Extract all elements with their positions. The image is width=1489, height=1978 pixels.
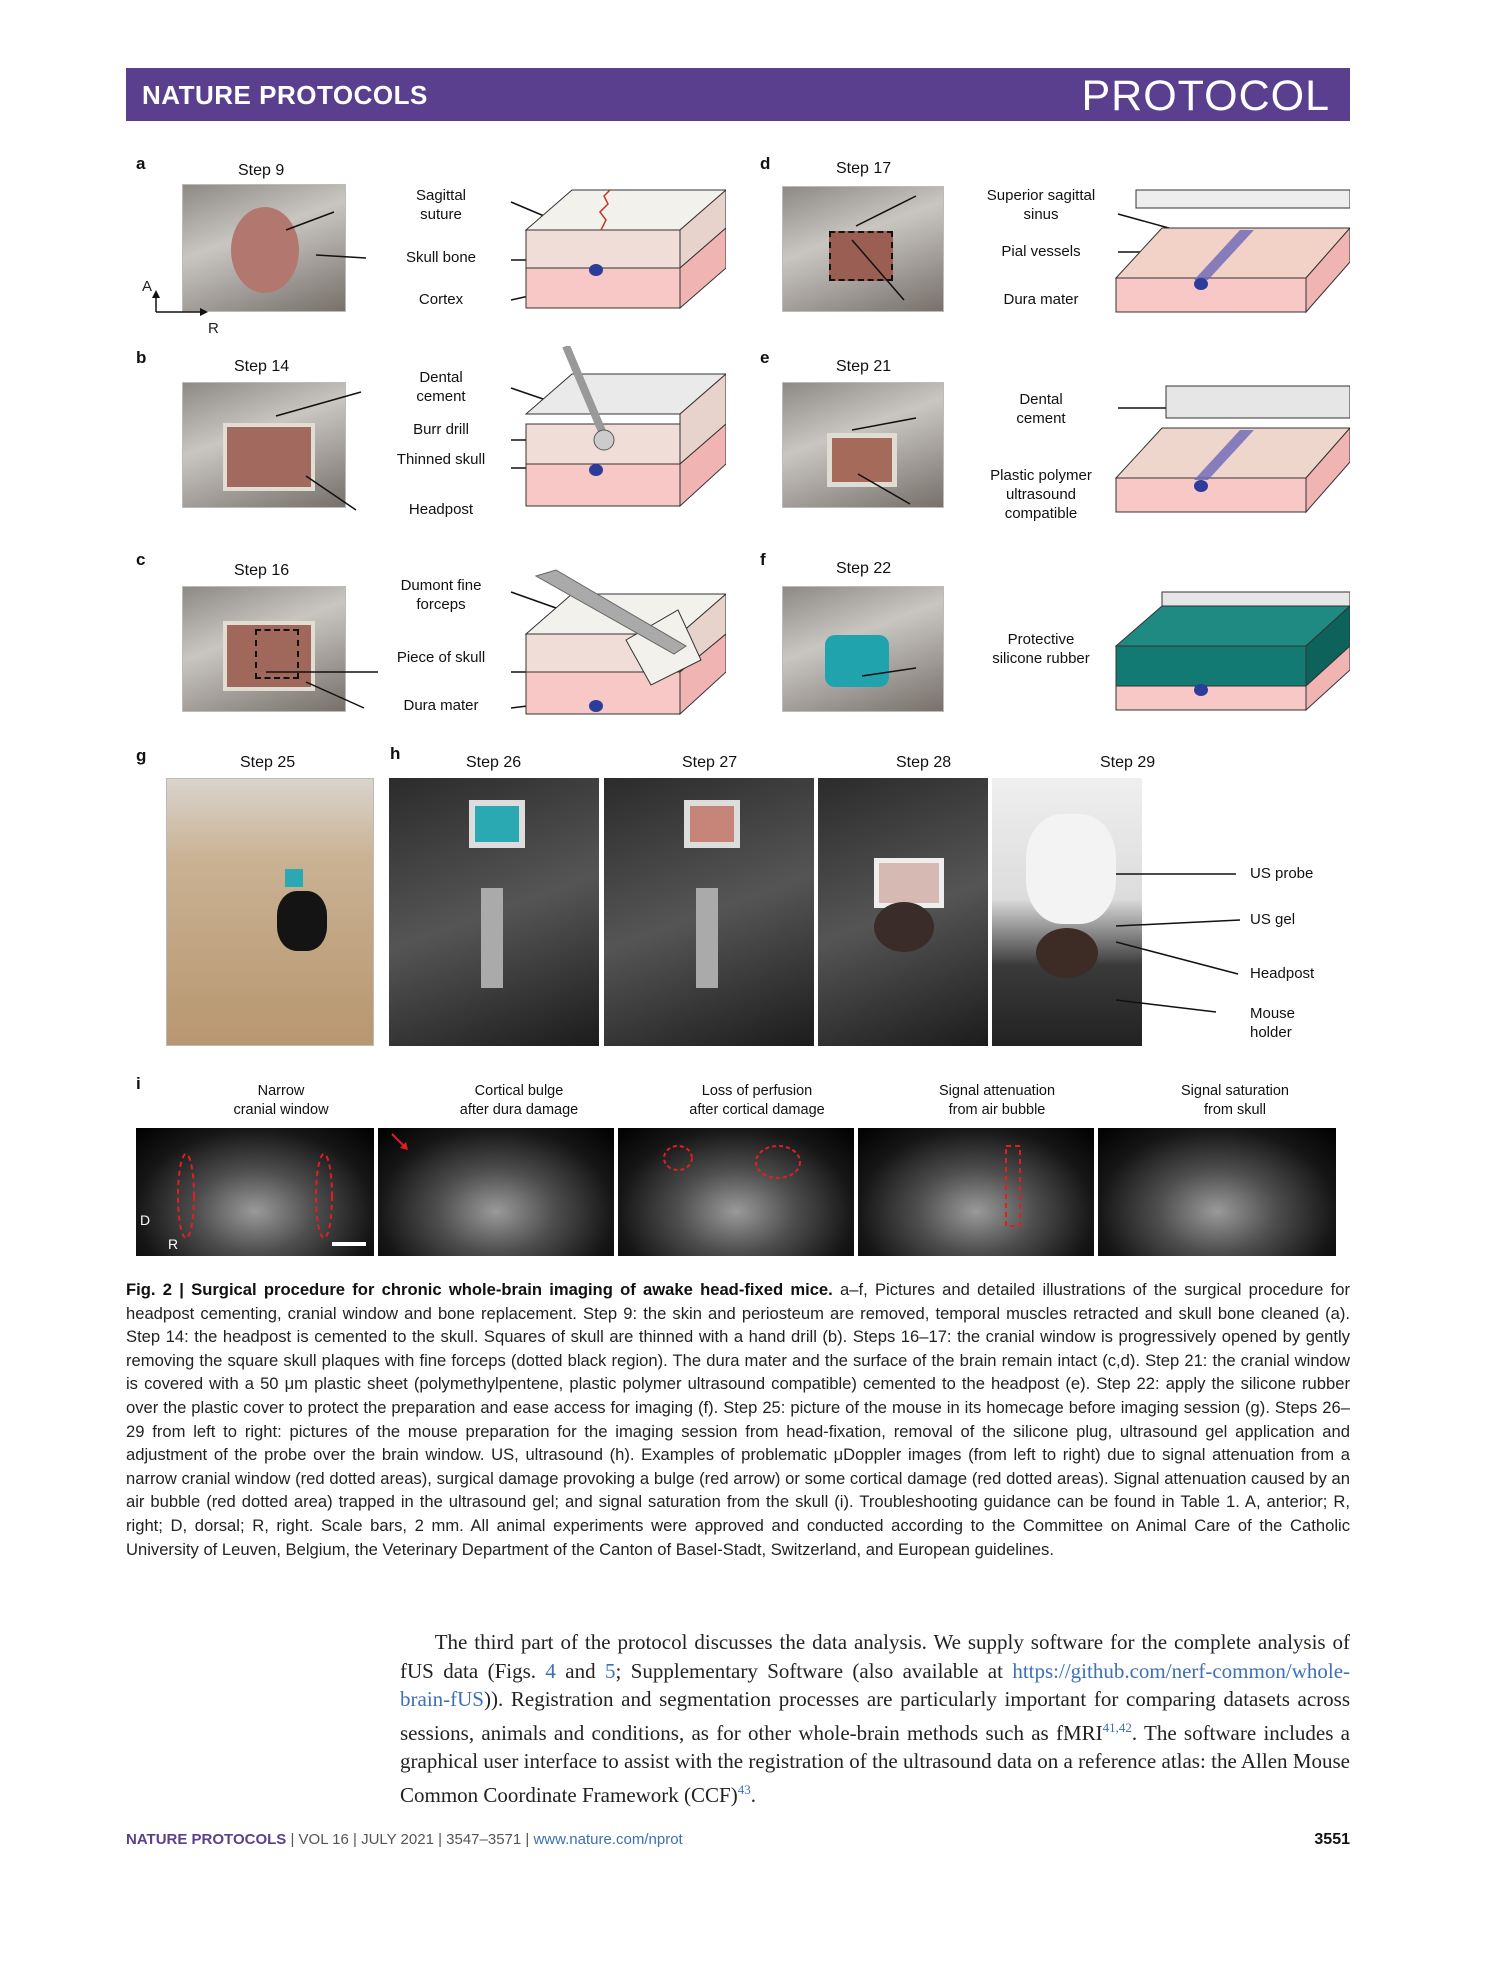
label-cortex: Cortex — [418, 291, 464, 308]
footer-issue: | VOL 16 | JULY 2021 | 3547–3571 | — [290, 1831, 530, 1848]
label-piece-of-skull: Piece of skull — [396, 649, 486, 666]
panel-letter-h: h — [390, 744, 401, 763]
label-burr-drill: Burr drill — [413, 421, 469, 438]
step-label-b: Step 14 — [234, 358, 290, 375]
label-mouse-holder: Mouse holder — [1250, 1005, 1296, 1041]
doppler-image-1: D R — [136, 1128, 374, 1256]
journal-header: NATURE PROTOCOLS PROTOCOL — [126, 68, 1350, 121]
step-label-c: Step 16 — [234, 562, 290, 579]
step-label-h-27: Step 27 — [682, 754, 738, 771]
body-text-2: ; Supplementary Software (also available… — [615, 1658, 1013, 1683]
doppler-image-4 — [858, 1128, 1094, 1256]
h-label-leaders — [1116, 873, 1241, 1013]
body-text-1: The third part of the protocol discusses… — [400, 1630, 1351, 1683]
caption-text: a–f, Pictures and detailed illustrations… — [126, 1280, 1350, 1559]
label-skull-bone: Skull bone — [405, 249, 477, 266]
photo-step-26 — [389, 778, 599, 1046]
label-thinned-skull: Thinned skull — [396, 451, 486, 468]
title-i-5: Signal saturation from skull — [1180, 1083, 1289, 1118]
panel-letter-a: a — [136, 154, 146, 173]
panel-letter-i: i — [136, 1074, 141, 1093]
doppler-image-2 — [378, 1128, 614, 1256]
footer-url[interactable]: www.nature.com/nprot — [533, 1831, 683, 1848]
fig5-link[interactable]: 5 — [604, 1658, 616, 1683]
label-us-gel: US gel — [1250, 911, 1296, 928]
panel-letter-f: f — [760, 550, 766, 569]
body-text-4: . The software includes a graphical user… — [400, 1720, 1350, 1807]
label-dental-cement-b: Dental cement — [416, 369, 466, 405]
figure: a Step 9 A R Sagittal suture Skull bone … — [126, 150, 1350, 1260]
body-and: and — [555, 1658, 605, 1683]
photo-step-16 — [182, 586, 346, 712]
step-label-d: Step 17 — [836, 160, 892, 177]
label-plastic-polymer: Plastic polymer ultrasound compatible — [990, 467, 1092, 522]
article-type: PROTOCOL — [1081, 72, 1330, 120]
diagram-c — [266, 569, 726, 716]
caption-lead: Fig. 2 | Surgical procedure for chronic … — [126, 1280, 833, 1299]
body-text-3: )). Registration and segmentation proces… — [400, 1687, 1350, 1745]
label-pial-vessels: Pial vessels — [1001, 243, 1081, 260]
panel-letter-c: c — [136, 550, 146, 569]
panel-letter-d: d — [760, 154, 771, 173]
doppler-image-5 — [1098, 1128, 1336, 1256]
label-headpost-h: Headpost — [1250, 965, 1315, 982]
diagram-a — [285, 189, 726, 310]
step-label-f: Step 22 — [836, 560, 892, 577]
title-i-2: Cortical bulge after dura damage — [459, 1083, 579, 1118]
step-label-e: Step 21 — [836, 358, 892, 375]
body-paragraph: The third part of the protocol discusses… — [400, 1628, 1350, 1809]
doppler-image-3 — [618, 1128, 854, 1256]
photo-step-21 — [782, 382, 944, 508]
photo-step-14 — [182, 382, 346, 508]
photo-step-25 — [166, 778, 374, 1046]
page-footer: NATURE PROTOCOLS | VOL 16 | JULY 2021 | … — [126, 1831, 1350, 1848]
diagram-b — [275, 346, 726, 511]
label-dura-mater-d: Dura mater — [1003, 291, 1079, 308]
body-text-5: . — [750, 1782, 756, 1807]
label-superior-sagittal-sinus: Superior sagittal sinus — [986, 187, 1096, 223]
panel-letter-g: g — [136, 746, 147, 765]
panel-letter-e: e — [760, 348, 770, 367]
axis-d-label: D — [140, 1212, 151, 1228]
figure-caption: Fig. 2 | Surgical procedure for chronic … — [126, 1278, 1350, 1561]
photo-step-27 — [604, 778, 814, 1046]
panel-letter-b: b — [136, 348, 147, 367]
title-i-3: Loss of perfusion after cortical damage — [689, 1083, 825, 1118]
footer-journal: NATURE PROTOCOLS — [126, 1831, 287, 1848]
step-label-h-28: Step 28 — [896, 754, 952, 771]
page-number: 3551 — [1314, 1831, 1350, 1848]
diagram-f — [861, 591, 1350, 712]
step-label-h-26: Step 26 — [466, 754, 522, 771]
photo-step-17 — [782, 186, 944, 312]
label-sagittal-suture: Sagittal suture — [415, 187, 467, 223]
step-label-g: Step 25 — [240, 754, 296, 771]
diagram-e — [851, 385, 1350, 514]
label-protective-silicone: Protective silicone rubber — [992, 631, 1090, 667]
github-link[interactable]: https://github.com/nerf-common/whole-bra… — [400, 1658, 1351, 1712]
photo-step-28 — [818, 778, 988, 1046]
fig4-link[interactable]: 4 — [545, 1658, 556, 1683]
step-label-h-29: Step 29 — [1100, 754, 1156, 771]
photo-step-29 — [992, 778, 1142, 1046]
label-headpost-b: Headpost — [408, 501, 474, 518]
title-i-1: Narrow cranial window — [233, 1083, 329, 1118]
journal-name: NATURE PROTOCOLS — [142, 80, 428, 110]
photo-step-9 — [182, 184, 346, 312]
label-us-probe: US probe — [1250, 865, 1314, 882]
axis-r-label-i: R — [168, 1236, 179, 1252]
diagram-d — [851, 189, 1350, 314]
step-label-a: Step 9 — [238, 162, 285, 179]
ref-43-link[interactable]: 43 — [737, 1781, 751, 1797]
label-dental-cement-e: Dental cement — [1016, 391, 1066, 427]
ref-41-42-link[interactable]: 41,42 — [1102, 1719, 1132, 1735]
title-i-4: Signal attenuation from air bubble — [938, 1083, 1056, 1118]
axis-a-label: A — [142, 278, 153, 295]
label-dura-mater-c: Dura mater — [403, 697, 479, 714]
label-dumont-forceps: Dumont fine forceps — [400, 577, 482, 613]
orientation-arrows — [152, 290, 208, 316]
axis-r-label: R — [208, 320, 219, 337]
photo-step-22 — [782, 586, 944, 712]
